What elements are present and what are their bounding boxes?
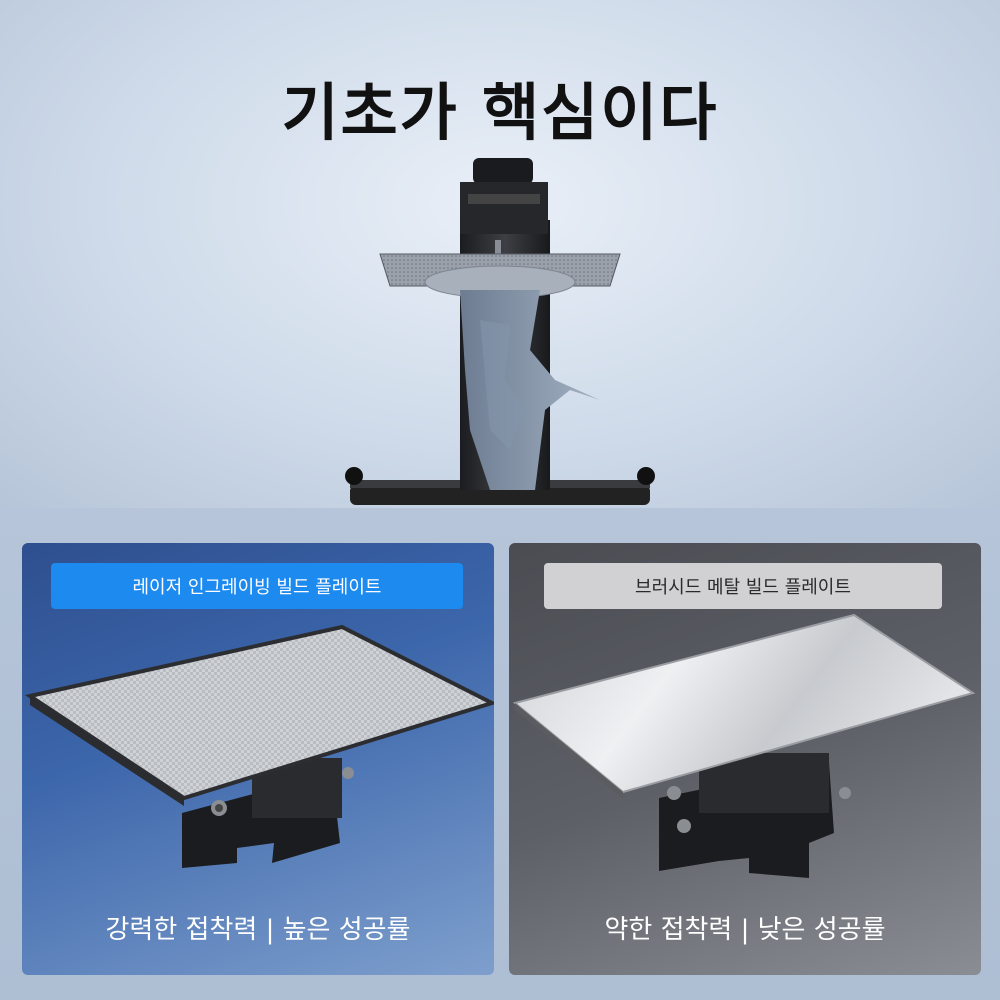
engraved-plate-panel: 레이저 인그레이빙 빌드 플레이트 강력한 접착력 | 높은 성공률 — [22, 543, 494, 975]
brushed-build-plate-image — [512, 613, 976, 878]
page-title: 기초가 핵심이다 — [281, 76, 719, 149]
engraved-plate-tag: 레이저 인그레이빙 빌드 플레이트 — [51, 563, 463, 609]
brushed-plate-caption: 약한 접착력 | 낮은 성공률 — [604, 915, 886, 945]
resin-printer-image — [345, 158, 655, 505]
engraved-plate-caption: 강력한 접착력 | 높은 성공률 — [105, 915, 411, 945]
engraved-build-plate-image — [24, 624, 494, 868]
brushed-plate-panel: 브러시드 메탈 빌드 플레이트 약한 접착력 | 낮은 성공률 — [509, 543, 981, 975]
brushed-plate-tag: 브러시드 메탈 빌드 플레이트 — [544, 563, 942, 609]
